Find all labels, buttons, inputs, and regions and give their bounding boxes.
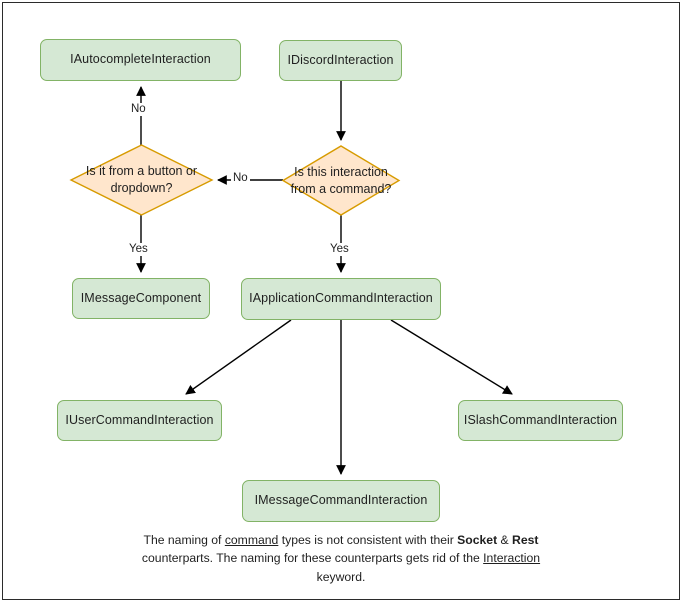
node-application-command-interaction[interactable]: IApplicationCommandInteraction — [241, 278, 441, 320]
node-label: IUserCommandInteraction — [65, 412, 214, 427]
node-slash-command-interaction[interactable]: ISlashCommandInteraction — [458, 400, 623, 441]
node-message-command-interaction[interactable]: IMessageCommandInteraction — [242, 480, 440, 522]
node-autocomplete-interaction[interactable]: IAutocompleteInteraction — [40, 39, 241, 81]
footnote-seg: & — [497, 533, 513, 547]
footnote-seg: counterparts. The naming for these — [141, 551, 332, 566]
footnote-text: The naming of command types is not consi… — [121, 531, 561, 586]
node-discord-interaction[interactable]: IDiscordInteraction — [279, 40, 402, 81]
node-label: IApplicationCommandInteraction — [249, 291, 433, 306]
footnote-underline-interaction: Interaction — [483, 551, 541, 566]
footnote-line-1: The naming of command types is not consi… — [144, 533, 454, 547]
edge-label-no-left: No — [231, 172, 250, 185]
edge-label-yes-left: Yes — [127, 243, 150, 256]
edge-label-no-up: No — [129, 103, 148, 116]
footnote-seg: types is not consistent with their — [278, 533, 454, 547]
node-label: IAutocompleteInteraction — [70, 52, 211, 67]
decision-command-shape[interactable] — [281, 145, 401, 216]
edge-application-command-to-slash-command — [390, 319, 513, 395]
footnote-seg: counterparts gets rid of the — [334, 551, 484, 566]
edge-label-yes-right: Yes — [328, 243, 351, 256]
node-label: IDiscordInteraction — [287, 52, 394, 67]
footnote-bold-rest: Rest — [512, 533, 539, 547]
node-label: IMessageComponent — [80, 290, 202, 305]
footnote-bold-socket: Socket — [457, 533, 498, 547]
footnote-seg: The naming of — [143, 533, 225, 547]
node-user-command-interaction[interactable]: IUserCommandInteraction — [57, 400, 222, 441]
node-label: ISlashCommandInteraction — [463, 412, 618, 427]
node-message-component[interactable]: IMessageComponent — [72, 278, 210, 319]
node-label: IMessageCommandInteraction — [254, 493, 428, 508]
footnote-underline-command: command — [224, 533, 279, 547]
footnote-seg: keyword. — [316, 569, 366, 584]
footnote-line-3: counterparts gets rid of the Interaction… — [317, 551, 540, 583]
decision-button-dropdown-shape[interactable] — [69, 144, 214, 216]
edge-application-command-to-user-command — [185, 319, 292, 395]
footnote-line-2: Socket & Rest counterparts. The naming f… — [142, 533, 539, 565]
